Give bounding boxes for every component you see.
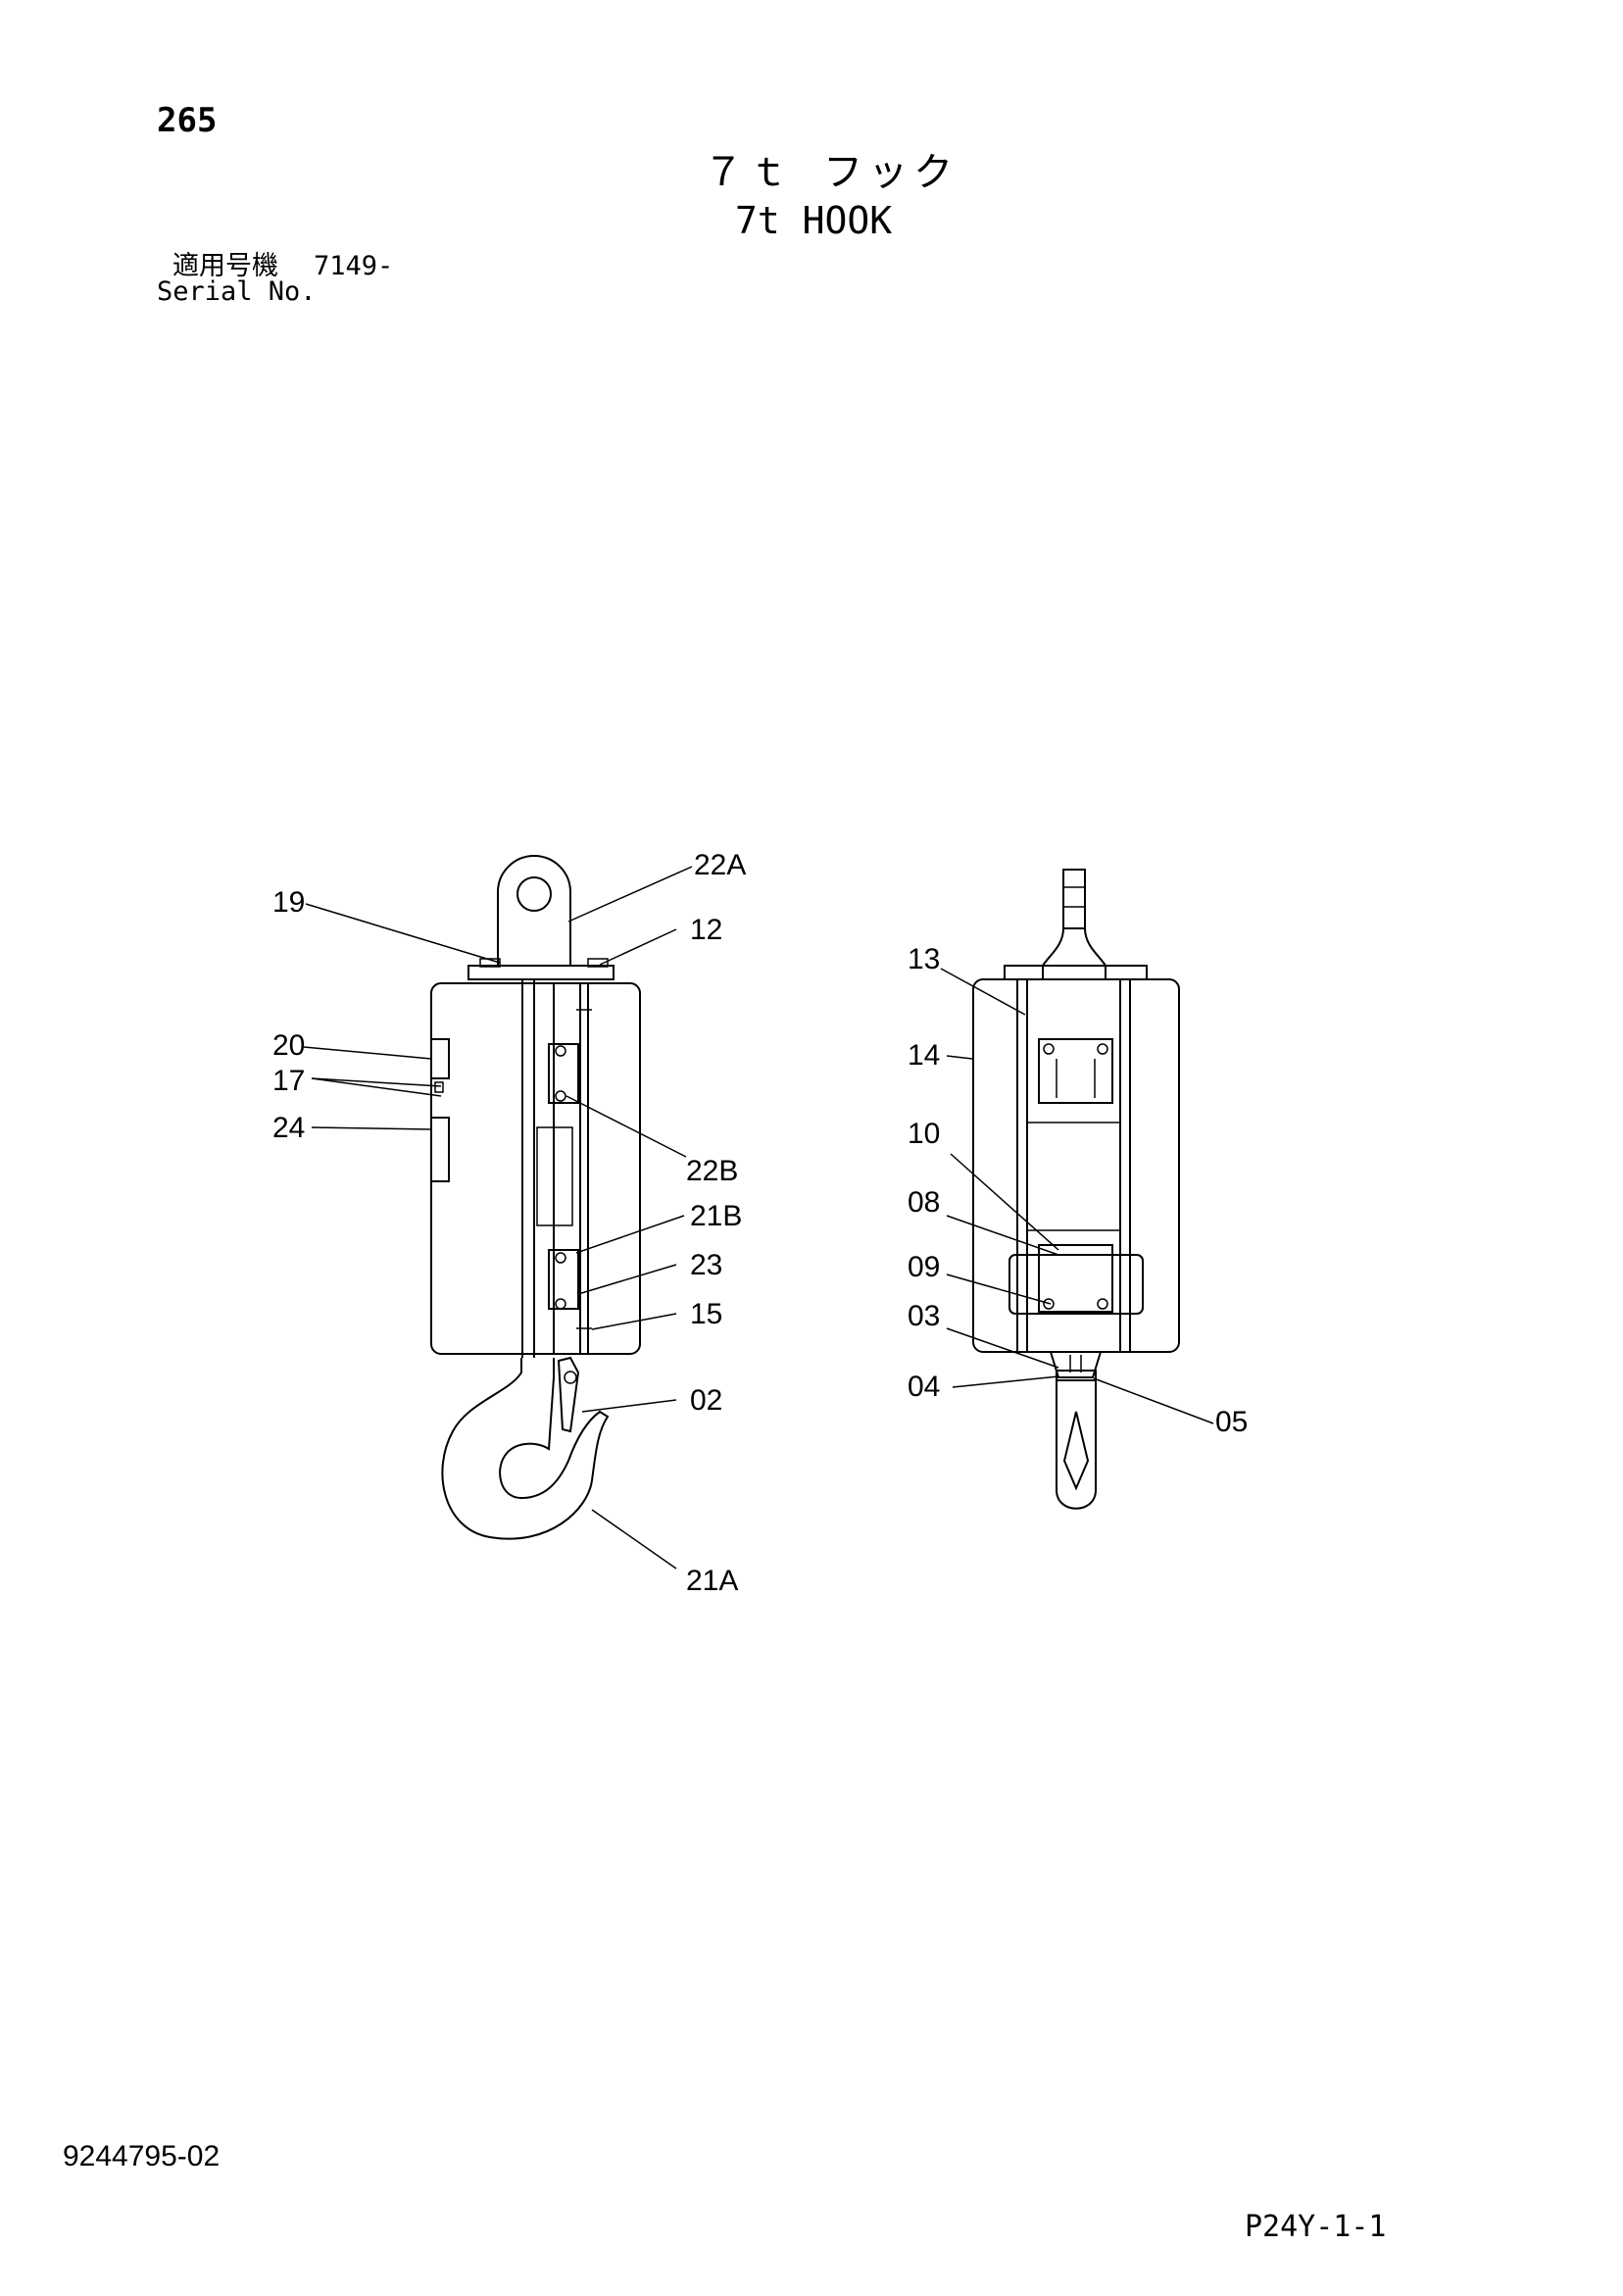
part-label-22A: 22A	[694, 849, 746, 881]
part-label-13: 13	[908, 943, 940, 975]
title-english: 7t HOOK	[735, 199, 893, 242]
leader-lines	[303, 866, 1214, 1570]
part-label-22B: 22B	[686, 1155, 738, 1187]
part-label-21B: 21B	[690, 1200, 742, 1232]
serial-label-english: Serial No.	[157, 276, 317, 307]
part-label-12: 12	[690, 914, 722, 946]
part-label-17: 17	[272, 1065, 305, 1097]
hook-side-view	[430, 855, 641, 1540]
part-label-21A: 21A	[686, 1565, 738, 1597]
part-label-14: 14	[908, 1039, 940, 1072]
part-label-05: 05	[1215, 1406, 1248, 1438]
part-label-02: 02	[690, 1384, 722, 1417]
document-number: 9244795-02	[63, 2140, 221, 2172]
part-label-10: 10	[908, 1118, 940, 1150]
hook-front-view	[972, 869, 1180, 1510]
part-label-08: 08	[908, 1186, 940, 1219]
part-label-03: 03	[908, 1300, 940, 1332]
part-label-24: 24	[272, 1112, 305, 1144]
part-labels: 22A 19 12 20 17 24 22B 21B 23 15 02 21A …	[272, 849, 1248, 1597]
part-label-23: 23	[690, 1249, 722, 1281]
part-label-15: 15	[690, 1298, 722, 1330]
serial-value: 7149-	[314, 251, 394, 281]
serial-label-japanese: 適用号機	[172, 251, 278, 281]
part-label-09: 09	[908, 1251, 940, 1283]
part-label-04: 04	[908, 1371, 940, 1403]
page-number: 265	[157, 101, 218, 140]
page-code: P24Y-1-1	[1245, 2210, 1387, 2244]
part-label-20: 20	[272, 1029, 305, 1062]
part-label-19: 19	[272, 886, 305, 919]
title-japanese: ７ｔ フック	[704, 150, 959, 195]
